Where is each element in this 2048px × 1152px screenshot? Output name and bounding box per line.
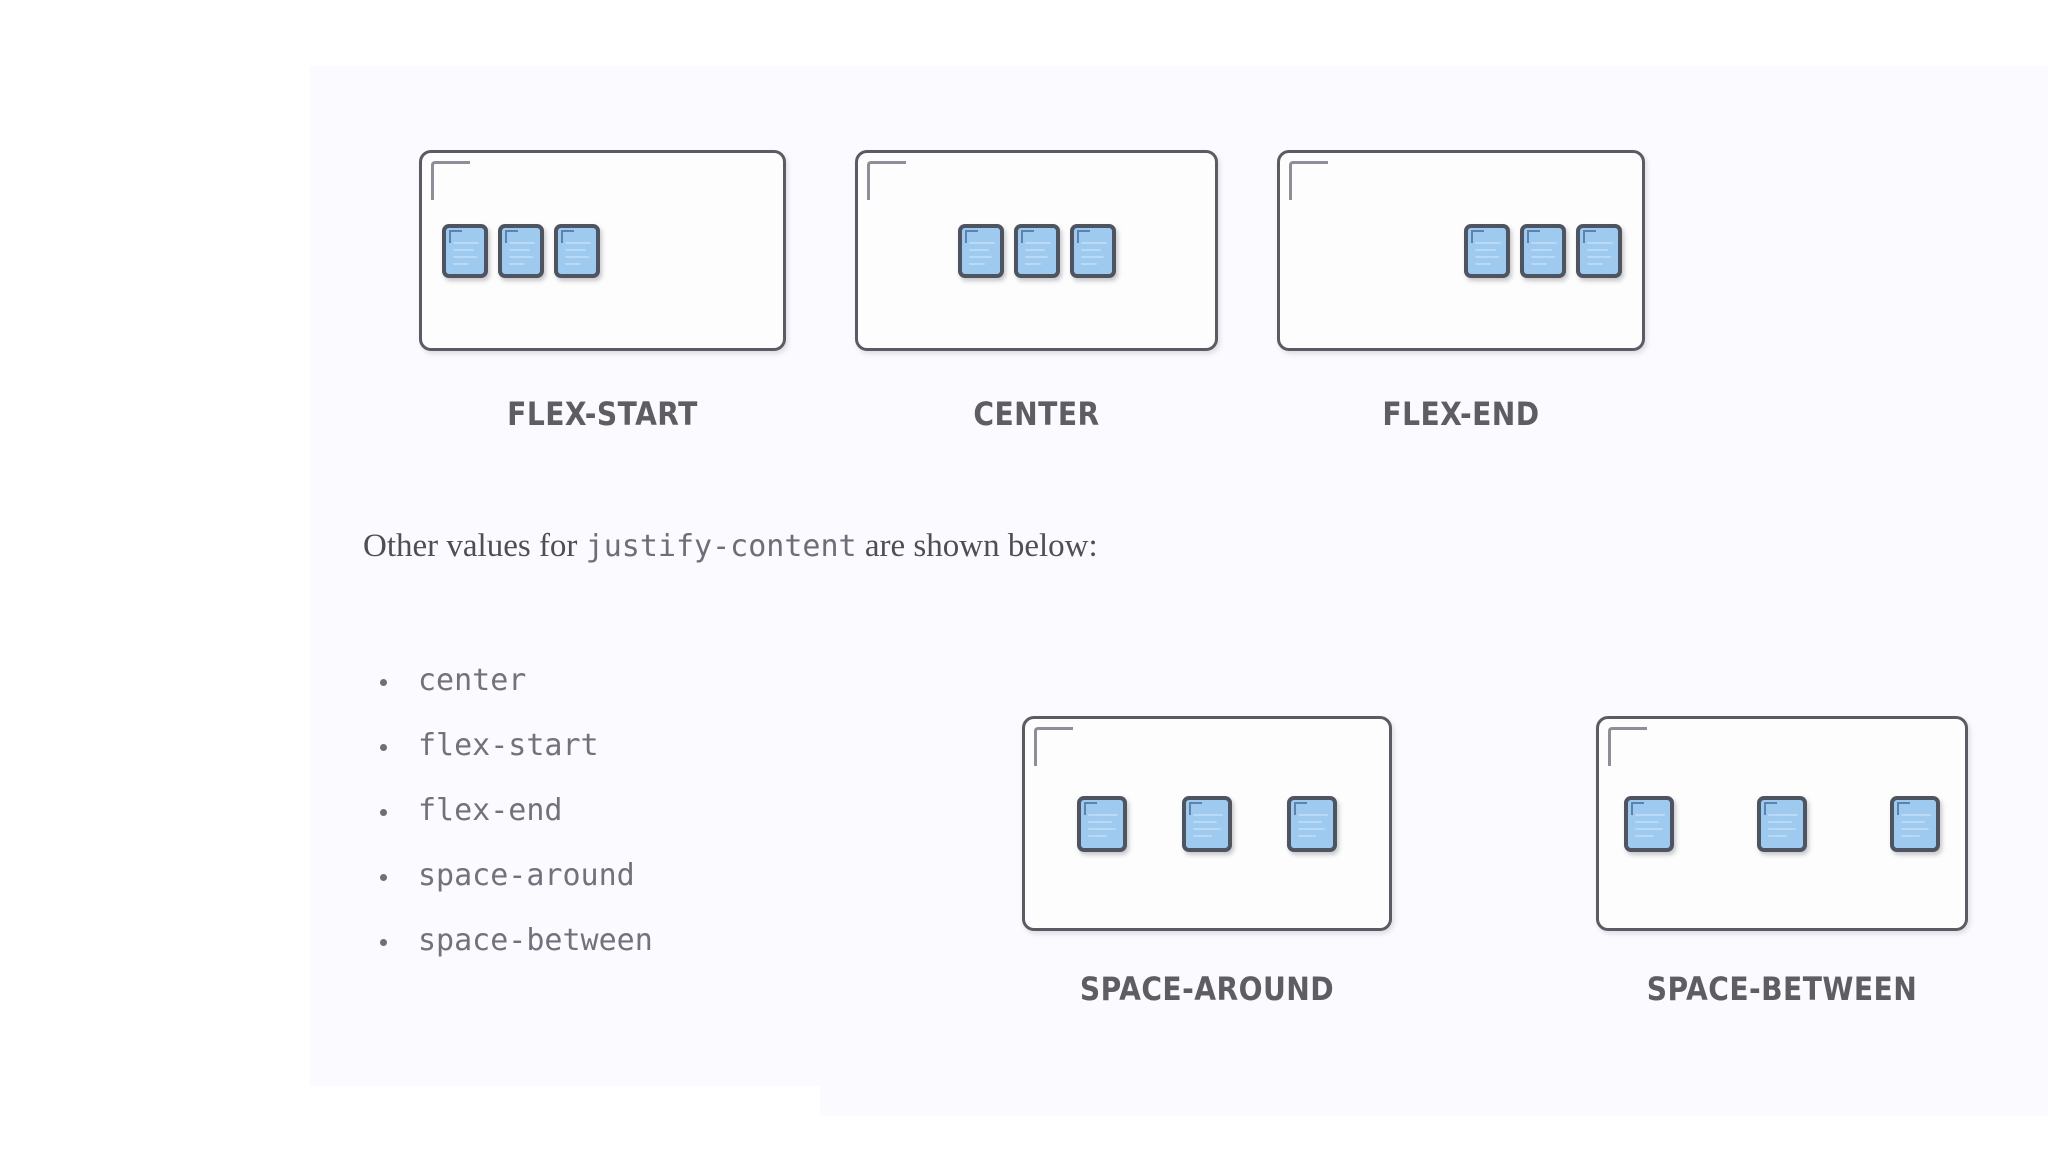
card-corner-icon [1076, 229, 1090, 243]
card-lines-icon [509, 241, 535, 270]
card-corner-icon [1293, 801, 1307, 815]
corner-bracket-icon [867, 161, 906, 200]
card-corner-icon [1084, 801, 1098, 815]
card-item [1520, 223, 1566, 278]
list-item: space-around [370, 843, 653, 908]
card-item [1013, 223, 1060, 278]
demo-box-flex-end [1277, 150, 1645, 351]
card-corner-icon [1897, 801, 1910, 815]
prose-code-justify-content: justify-content [585, 529, 857, 564]
card-lines-icon [1475, 241, 1501, 270]
demo-items-center [861, 153, 1212, 348]
demo-items-space-between [1602, 719, 1962, 928]
demo-items-flex-start [425, 153, 780, 348]
card-lines-icon [1192, 813, 1223, 842]
card-item [957, 223, 1004, 278]
demo-box-space-around [1022, 716, 1392, 931]
card-corner-icon [964, 229, 978, 243]
card-corner-icon [1020, 229, 1034, 243]
card-lines-icon [1080, 241, 1107, 270]
card-lines-icon [565, 241, 591, 270]
card-item [1624, 795, 1674, 852]
list-item: flex-start [370, 713, 653, 778]
card-lines-icon [1768, 813, 1798, 842]
card-item [1286, 795, 1337, 852]
card-corner-icon [1764, 801, 1777, 815]
card-corner-icon [449, 229, 462, 243]
card-lines-icon [968, 241, 995, 270]
card-item [1464, 223, 1510, 278]
demo-caption-flex-end: FLEX-END [1382, 395, 1540, 433]
demo-box-space-between [1596, 716, 1968, 931]
card-item [1077, 795, 1128, 852]
corner-bracket-icon [431, 161, 470, 200]
corner-bracket-icon [1608, 727, 1647, 766]
card-item [1757, 795, 1807, 852]
demo-caption-space-between: SPACE-BETWEEN [1646, 970, 1918, 1008]
card-item [442, 223, 488, 278]
card-item [1890, 795, 1940, 852]
card-corner-icon [1188, 801, 1202, 815]
card-lines-icon [1635, 813, 1665, 842]
corner-bracket-icon [1289, 161, 1328, 200]
card-item [1576, 223, 1622, 278]
card-corner-icon [1527, 229, 1540, 243]
card-lines-icon [1531, 241, 1557, 270]
list-item: flex-end [370, 778, 653, 843]
demo-caption-flex-start: FLEX-START [507, 395, 698, 433]
demo-box-center [855, 150, 1218, 351]
card-corner-icon [1471, 229, 1484, 243]
card-lines-icon [453, 241, 479, 270]
card-corner-icon [1583, 229, 1596, 243]
card-corner-icon [1631, 801, 1644, 815]
card-lines-icon [1024, 241, 1051, 270]
prose-text-after: are shown below: [864, 528, 1098, 564]
demo-box-flex-start [419, 150, 786, 351]
demo-caption-center: CENTER [973, 395, 1100, 433]
card-lines-icon [1297, 813, 1328, 842]
prose-text-before: Other values for [363, 528, 578, 564]
card-lines-icon [1587, 241, 1613, 270]
card-item [1181, 795, 1232, 852]
card-lines-icon [1901, 813, 1931, 842]
demo-items-space-around [1028, 719, 1386, 928]
card-item [498, 223, 544, 278]
list-item: space-between [370, 908, 653, 973]
justify-content-value-list: center flex-start flex-end space-around … [370, 648, 653, 973]
card-item [554, 223, 600, 278]
prose-paragraph: Other values for justify-content are sho… [363, 528, 1098, 565]
list-item: center [370, 648, 653, 713]
corner-bracket-icon [1034, 727, 1073, 766]
card-corner-icon [561, 229, 574, 243]
demo-items-flex-end [1283, 153, 1639, 348]
card-item [1069, 223, 1116, 278]
demo-caption-space-around: SPACE-AROUND [1079, 970, 1335, 1008]
card-corner-icon [505, 229, 518, 243]
card-lines-icon [1088, 813, 1119, 842]
